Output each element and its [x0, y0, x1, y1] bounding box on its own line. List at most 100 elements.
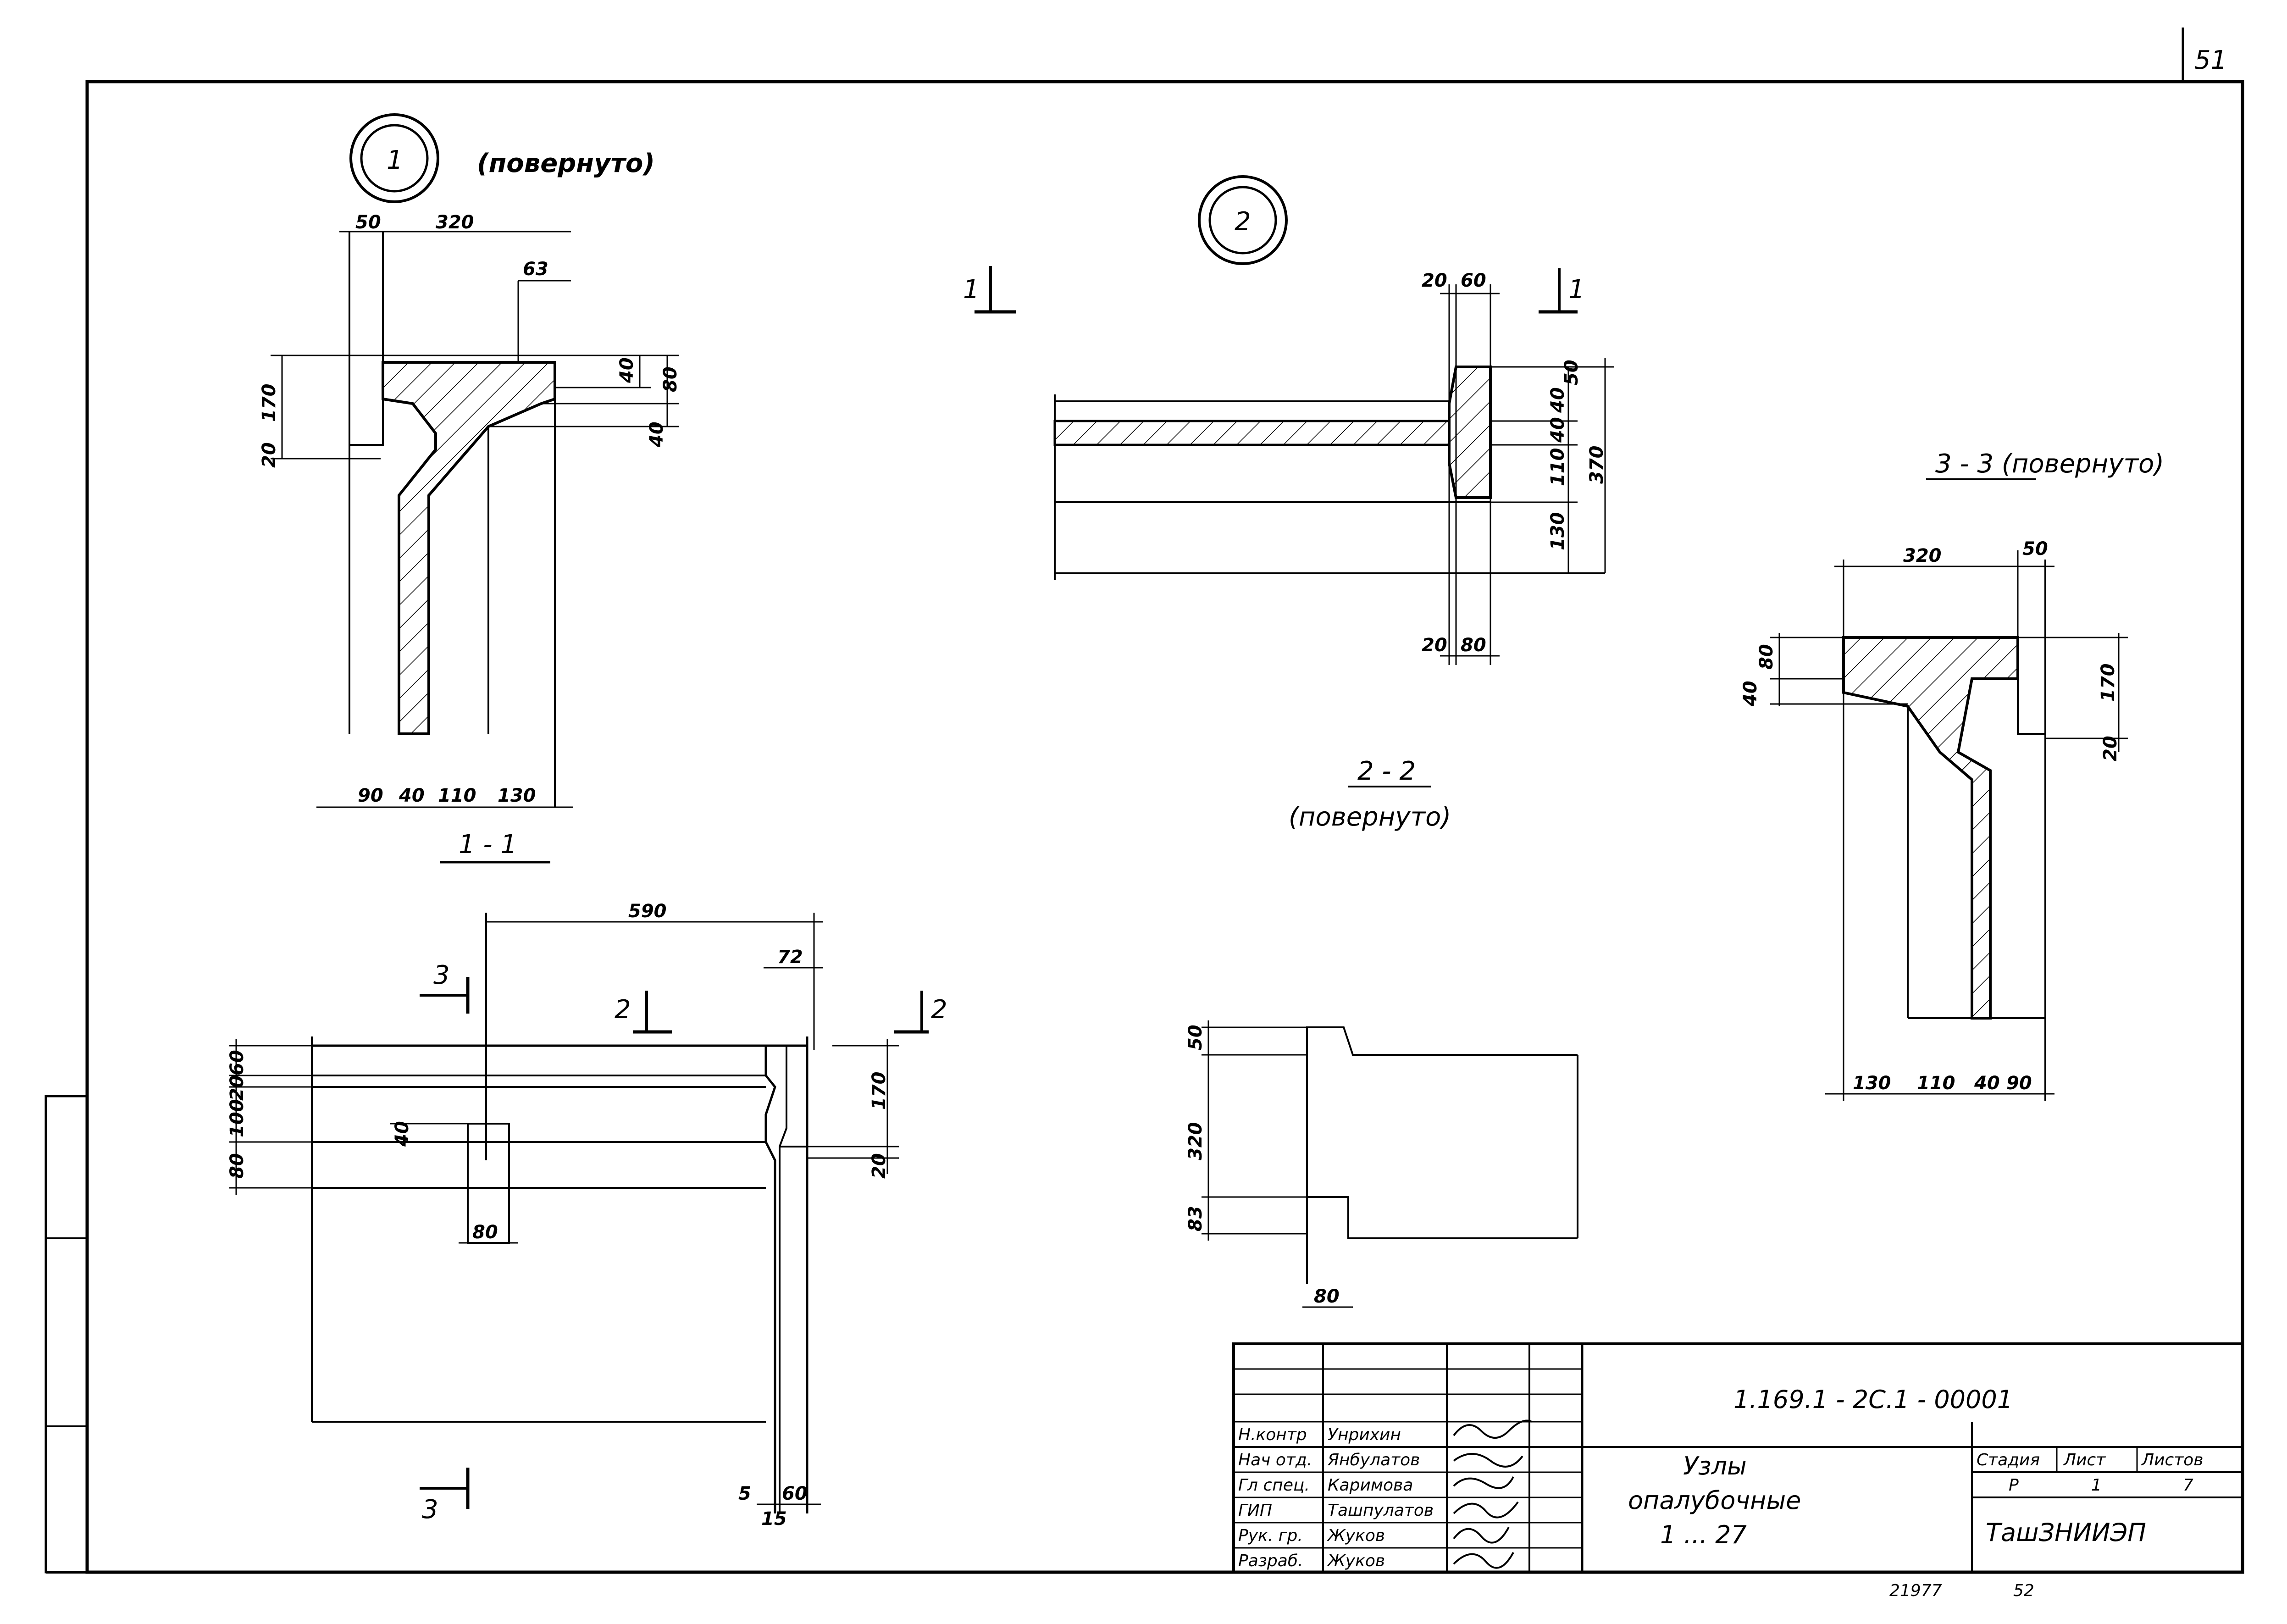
cut-1-left-label: 1	[963, 275, 980, 305]
title-block: 1.169.1 - 2C.1 - 00001 Н.контр Унрихин Н…	[1232, 1342, 2244, 1574]
dim-plan-inner-1: 40	[392, 1121, 413, 1147]
dim-plan-left-2: 20	[227, 1075, 248, 1101]
tb-role-5: Разраб.	[1238, 1552, 1303, 1570]
dim-3-bottom-1: 130	[1853, 1073, 1891, 1094]
title-line-1: Узлы	[1683, 1452, 1747, 1480]
dim-2-bottom-2: 80	[1461, 635, 1486, 656]
section-1-1-label: 1 - 1	[459, 830, 517, 859]
dim-1-bottom-1: 90	[358, 785, 383, 806]
dim-plan-bottom-1: 5	[738, 1483, 751, 1504]
tb-name-2: Каримова	[1328, 1476, 1413, 1495]
node-1-note: (повернуто)	[477, 149, 655, 178]
tb-role-2: Гл спец.	[1238, 1476, 1310, 1495]
node-2-detail: 2 1 1 20 60 50 40 40 110 130 370 20 8	[963, 175, 1614, 832]
section-2-2-note: (повернуто)	[1289, 802, 1451, 832]
dim-3-bottom-2: 110	[1917, 1073, 1955, 1094]
dim-3-bottom-4: 90	[2006, 1073, 2032, 1094]
dim-2-right-1: 50	[1561, 360, 1582, 385]
dim-3-left-1: 80	[1756, 644, 1777, 670]
dim-plan-left-3: 100	[227, 1099, 248, 1138]
tb-role-1: Нач отд.	[1238, 1451, 1312, 1469]
tb-role-4: Рук. гр.	[1238, 1526, 1303, 1545]
sheets-label: Листов	[2141, 1451, 2203, 1469]
dim-1-left-1: 170	[259, 384, 280, 422]
node-1-detail: 1 (повернуто) 50 320 63 170 20 40 80 40 …	[259, 113, 681, 864]
cut-3-bottom-label: 3	[422, 1495, 438, 1524]
dim-small-left-3: 83	[1185, 1206, 1206, 1231]
dim-1-bottom-4: 130	[498, 785, 536, 806]
dim-2-right-4: 110	[1547, 448, 1568, 487]
dim-plan-top-1: 590	[628, 901, 667, 922]
sheets-value: 7	[2183, 1476, 2193, 1495]
small-view: 50 320 83 80	[1185, 1020, 1578, 1308]
node-1-number: 1	[387, 145, 403, 175]
dim-1-top-2: 320	[436, 212, 474, 233]
dim-2-top-1: 20	[1422, 270, 1447, 291]
dim-1-bottom-2: 40	[399, 785, 425, 806]
dim-1-left-2: 20	[259, 442, 280, 468]
sheet-number: 51	[2194, 45, 2227, 75]
stage-value: Р	[2009, 1476, 2019, 1495]
tb-name-4: Жуков	[1327, 1526, 1385, 1545]
dim-plan-bottom-2: 60	[782, 1483, 808, 1504]
title-line-3: 1 ... 27	[1660, 1520, 1747, 1549]
sheet-frame: 51	[44, 28, 2244, 1574]
section-1-1-concrete	[382, 361, 556, 735]
sheet-value: 1	[2091, 1476, 2102, 1495]
cut-1-right-label: 1	[1568, 275, 1585, 305]
dim-plan-inner-2: 80	[472, 1222, 498, 1243]
cut-3-top-label: 3	[433, 960, 450, 990]
dim-plan-bottom-3: 15	[761, 1508, 787, 1530]
dim-1-right-2: 80	[660, 366, 681, 392]
node-2-number: 2	[1235, 207, 1251, 237]
dim-1-right-3: 40	[646, 421, 667, 448]
dim-3-top-2: 50	[2022, 538, 2048, 560]
plan-view: 590 72 3 3 2 2	[227, 901, 947, 1530]
tb-name-0: Унрихин	[1328, 1425, 1401, 1444]
cut-2-right-label: 2	[931, 995, 947, 1025]
dim-3-top-1: 320	[1903, 545, 1942, 566]
tb-role-3: ГИП	[1238, 1501, 1272, 1520]
dim-2-right-2: 40	[1547, 387, 1568, 413]
dim-small-bottom-1: 80	[1314, 1286, 1340, 1307]
dim-2-right-6: 370	[1586, 446, 1607, 484]
stage-label: Стадия	[1977, 1451, 2040, 1469]
dim-2-top-2: 60	[1461, 270, 1486, 291]
title-line-2: опалубочные	[1628, 1486, 1801, 1515]
tb-name-3: Ташпулатов	[1328, 1501, 1434, 1520]
dim-plan-left-4: 80	[227, 1153, 248, 1179]
dim-1-right-1: 40	[616, 357, 637, 383]
dim-1-top-3: 63	[523, 259, 548, 280]
inventory-number: 21977	[1889, 1581, 1942, 1600]
section-3-3-detail: 3 - 3 (повернуто) 320 50 80 40 170 20 13…	[1740, 449, 2164, 1101]
dim-2-right-3: 40	[1547, 417, 1568, 443]
doc-code: 1.169.1 - 2C.1 - 00001	[1733, 1385, 2013, 1414]
dim-plan-left-1: 60	[227, 1050, 248, 1075]
tb-role-0: Н.контр	[1238, 1425, 1307, 1444]
dim-small-left-2: 320	[1185, 1122, 1206, 1161]
dim-2-bottom-1: 20	[1422, 635, 1447, 656]
dim-plan-top-2: 72	[777, 947, 803, 968]
dim-3-bottom-3: 40	[1974, 1073, 2000, 1094]
dim-plan-right-1: 170	[869, 1072, 890, 1110]
organization: ТашЗНИИЭП	[1986, 1518, 2146, 1547]
dim-3-right-1: 170	[2098, 664, 2119, 702]
page-number: 52	[2013, 1581, 2034, 1600]
section-3-3-label: 3 - 3 (повернуто)	[1935, 449, 2164, 479]
tb-name-1: Янбулатов	[1327, 1451, 1420, 1469]
dim-1-top-1: 50	[355, 212, 381, 233]
cut-2-left-label: 2	[615, 995, 631, 1025]
dim-2-right-5: 130	[1547, 512, 1568, 551]
dim-3-left-2: 40	[1740, 681, 1761, 707]
dim-plan-right-2: 20	[869, 1153, 890, 1179]
signatures	[1453, 1419, 1532, 1569]
dim-3-right-2: 20	[2100, 736, 2121, 761]
dim-1-bottom-3: 110	[438, 785, 476, 806]
dim-small-left-1: 50	[1185, 1025, 1206, 1050]
tb-name-5: Жуков	[1327, 1552, 1385, 1570]
node-2-slab	[1053, 420, 1451, 446]
section-2-2-title: 2 - 2	[1357, 756, 1416, 786]
sheet-label: Лист	[2063, 1451, 2106, 1469]
section-3-3-concrete	[1842, 636, 2019, 1020]
